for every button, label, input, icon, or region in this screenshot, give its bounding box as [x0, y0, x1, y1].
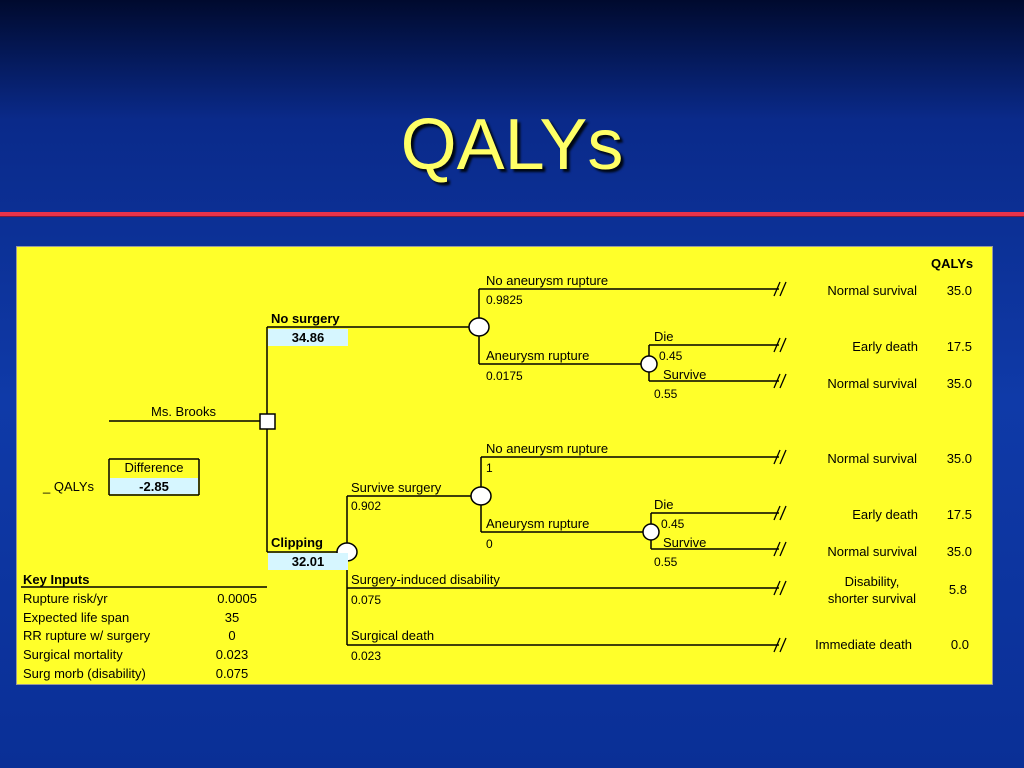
ns-no-rupture-prob: 0.9825 [486, 293, 523, 307]
root-label: Ms. Brooks [151, 404, 217, 419]
ns-die-label: Die [654, 329, 674, 344]
title-divider [0, 212, 1024, 216]
disability-prob: 0.075 [351, 593, 382, 607]
outcome-1: Normal survival [827, 283, 917, 298]
key-input-label-4: Surg morb (disability) [23, 666, 146, 681]
outcome-2: Early death [852, 339, 918, 354]
survive-surgery-prob: 0.902 [351, 499, 382, 513]
chance-node-survive-surgery [470, 486, 492, 506]
cl-no-rupture-prob: 1 [486, 461, 493, 475]
qalys-3: 35.0 [946, 376, 972, 391]
outcome-5: Early death [852, 507, 918, 522]
no-surgery-label: No surgery [271, 311, 340, 326]
outcome-8: Immediate death [815, 637, 912, 652]
chance-node-rupture-1 [640, 355, 658, 373]
no-surgery-value: 34.86 [268, 329, 348, 346]
ns-no-rupture-label: No aneurysm rupture [486, 273, 609, 288]
ns-die-prob: 0.45 [659, 349, 683, 363]
chance-node-no-surgery [468, 317, 490, 337]
outcome-7-line1: Disability, [844, 574, 900, 589]
outcome-7-line2: shorter survival [827, 591, 917, 606]
key-input-value-4: 0.075 [215, 666, 249, 681]
cl-no-rupture-label: No aneurysm rupture [486, 441, 609, 456]
key-input-label-3: Surgical mortality [23, 647, 123, 662]
ns-survive-prob: 0.55 [654, 387, 678, 401]
key-input-value-1: 35 [224, 610, 240, 625]
outcome-4: Normal survival [827, 451, 917, 466]
key-input-label-1: Expected life span [23, 610, 130, 625]
outcome-6: Normal survival [827, 544, 917, 559]
qalys-7: 5.8 [948, 582, 967, 597]
title-divider-shadow [0, 216, 1024, 217]
decision-tree-panel: QALYs Ms. Brooks Difference -2.85 _ QALY… [16, 246, 993, 685]
cl-die-label: Die [654, 497, 674, 512]
cl-rupture-prob: 0 [486, 537, 493, 551]
outcome-3: Normal survival [827, 376, 917, 391]
ns-rupture-prob: 0.0175 [486, 369, 523, 383]
slide-title: QALYs [400, 105, 624, 185]
death-prob: 0.023 [351, 649, 382, 663]
qalys-2: 17.5 [946, 339, 972, 354]
chance-node-rupture-2 [642, 523, 660, 541]
qalys-1: 35.0 [946, 283, 972, 298]
death-label: Surgical death [351, 628, 435, 643]
key-input-value-2: 0 [228, 628, 236, 643]
tree-lines [21, 281, 787, 653]
key-input-value-3: 0.023 [215, 647, 249, 662]
qalys-4: 35.0 [946, 451, 972, 466]
clipping-value: 32.01 [268, 553, 348, 570]
cl-rupture-label: Aneurysm rupture [486, 516, 590, 531]
key-inputs-title: Key Inputs [23, 572, 90, 587]
qalys-row-label: _ QALYs [43, 479, 95, 494]
difference-label: Difference [124, 460, 184, 475]
key-input-label-0: Rupture risk/yr [23, 591, 108, 606]
qalys-column-header: QALYs [931, 256, 974, 271]
qalys-6: 35.0 [946, 544, 972, 559]
cl-die-prob: 0.45 [661, 517, 685, 531]
cl-survive-label: Survive [663, 535, 707, 550]
clipping-label: Clipping [271, 535, 323, 550]
qalys-8: 0.0 [950, 637, 969, 652]
disability-label: Surgery-induced disability [351, 572, 500, 587]
ns-rupture-label: Aneurysm rupture [486, 348, 590, 363]
qalys-5: 17.5 [946, 507, 972, 522]
cl-survive-prob: 0.55 [654, 555, 678, 569]
ns-survive-label: Survive [663, 367, 707, 382]
difference-value: -2.85 [110, 478, 198, 494]
survive-surgery-label: Survive surgery [351, 480, 442, 495]
decision-node [259, 413, 276, 430]
key-input-label-2: RR rupture w/ surgery [23, 628, 151, 643]
key-input-value-0: 0.0005 [217, 591, 257, 606]
